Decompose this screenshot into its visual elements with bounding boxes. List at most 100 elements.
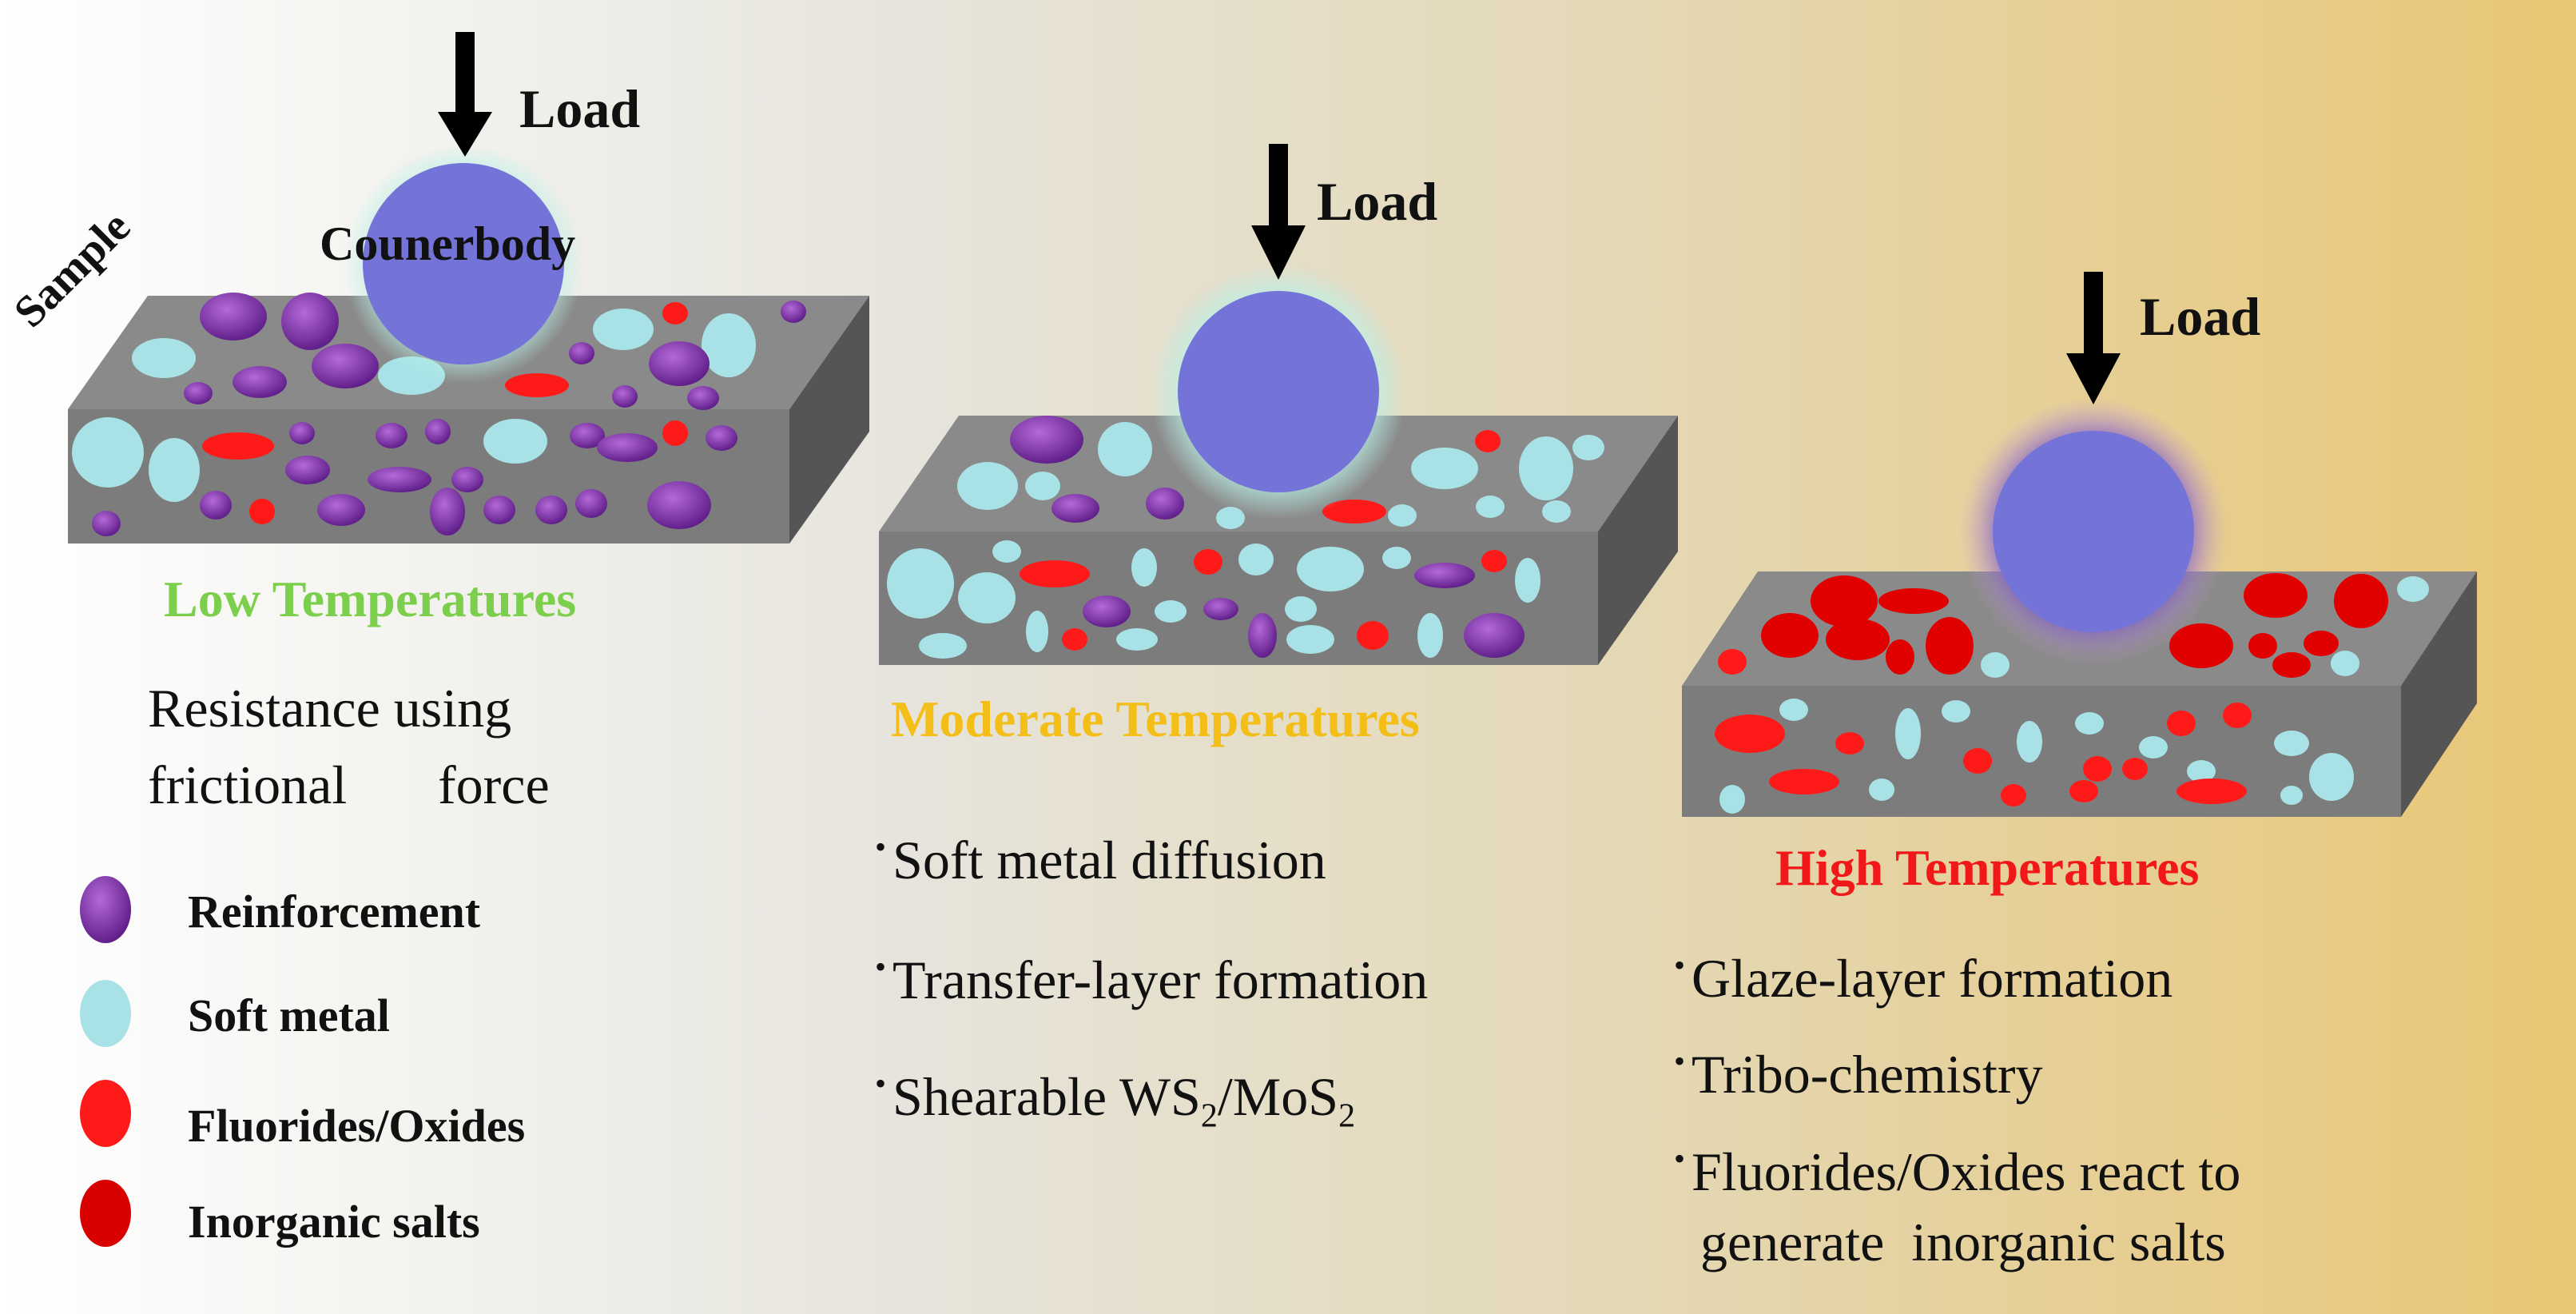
reinforcement-particle [1203, 598, 1238, 620]
soft-metal-particle [1942, 700, 1970, 723]
fluoride-particle [1194, 549, 1222, 575]
soft-metal-particle [1869, 778, 1894, 801]
load-arrow [2066, 272, 2121, 404]
soft-metal-particle [958, 572, 1016, 623]
soft-metal-particle [1895, 708, 1921, 759]
legend-marker-fluorides-oxides [80, 1080, 131, 1147]
salt-particle [1878, 588, 1949, 614]
reinforcement-particle [1464, 613, 1525, 658]
reinforcement-particle [92, 511, 121, 536]
bullet-moderate-3: •Shearable WS2/MoS2 [875, 1065, 1356, 1135]
fluoride-particle [2176, 778, 2247, 804]
soft-metal-particle [1719, 785, 1745, 814]
legend-marker-reinforcement [80, 876, 131, 943]
soft-metal-particle [1779, 699, 1808, 721]
soft-metal-particle [2075, 712, 2104, 735]
salt-particle [2334, 574, 2388, 628]
reinforcement-particle [597, 433, 658, 462]
salt-particle [2169, 623, 2233, 668]
soft-metal-particle [132, 338, 196, 378]
reinforcement-particle [1146, 488, 1184, 520]
soft-metal-particle [2331, 651, 2359, 676]
fluoride-particle [2122, 758, 2148, 780]
soft-metal-particle [1411, 448, 1478, 489]
soft-metal-particle [149, 438, 200, 502]
counterbody-ball [1178, 291, 1379, 492]
reinforcement-particle [1248, 613, 1277, 658]
fluoride-particle [1835, 732, 1864, 755]
soft-metal-particle [593, 309, 654, 350]
reinforcement-particle [1083, 595, 1131, 627]
fluoride-particle [1062, 628, 1087, 651]
reinforcement-particle [289, 422, 315, 444]
bullet-moderate-2: •Transfer-layer formation [875, 949, 1429, 1010]
soft-metal-particle [1116, 628, 1158, 651]
soft-metal-particle [1519, 436, 1573, 500]
soft-metal-particle [1572, 435, 1604, 460]
soft-metal-particle [992, 540, 1021, 563]
soft-metal-particle [2139, 736, 2168, 759]
soft-metal-particle [957, 462, 1018, 510]
fluoride-particle [2083, 756, 2112, 782]
reinforcement-particle [649, 341, 710, 386]
salt-particle [1761, 613, 1819, 658]
soft-metal-particle [1131, 548, 1157, 587]
soft-metal-particle [72, 417, 144, 488]
fluoride-particle [202, 432, 274, 460]
load-label-moderate: Load [1317, 171, 1438, 232]
reinforcement-particle [1010, 416, 1083, 464]
bullet-high-3-continued: generate inorganic salts [1700, 1212, 2226, 1272]
soft-metal-particle [1286, 625, 1334, 654]
reinforcement-particle [647, 481, 711, 529]
load-label-low: Load [519, 78, 641, 139]
description-line2-b: force [438, 755, 550, 815]
soft-metal-particle [702, 313, 756, 377]
fluoride-particle [662, 302, 688, 325]
soft-metal-particle [1515, 558, 1540, 603]
soft-metal-particle [1297, 547, 1364, 591]
reinforcement-particle [569, 342, 594, 364]
heading-moderate-temperatures: Moderate Temperatures [891, 691, 1420, 747]
soft-metal-particle [1417, 613, 1443, 658]
reinforcement-particle [376, 423, 407, 448]
soft-metal-particle [1382, 547, 1411, 569]
sample-block-moderate [879, 416, 1678, 665]
fluoride-particle [1481, 550, 1507, 572]
legend-label-fluorides-oxides: Fluorides/Oxides [188, 1100, 526, 1152]
fluoride-particle [1020, 560, 1090, 587]
fluoride-particle [1963, 748, 1992, 774]
fluoride-particle [249, 499, 275, 524]
load-arrow [438, 32, 492, 157]
fluoride-particle [2069, 780, 2098, 802]
reinforcement-particle [184, 382, 213, 404]
reinforcement-particle [706, 425, 737, 451]
reinforcement-particle [312, 344, 379, 388]
fluoride-particle [1357, 621, 1389, 650]
soft-metal-particle [483, 419, 547, 464]
soft-metal-particle [919, 633, 967, 659]
fluoride-particle [2167, 711, 2196, 736]
salt-particle [1926, 617, 1974, 675]
reinforcement-particle [317, 494, 365, 526]
soft-metal-particle [2187, 760, 2216, 782]
soft-metal-particle [1026, 611, 1048, 652]
soft-metal-particle [2017, 721, 2042, 763]
soft-metal-particle [887, 548, 954, 619]
description-line2-a: frictional [148, 755, 348, 815]
soft-metal-particle [1981, 652, 2010, 678]
reinforcement-particle [451, 467, 483, 492]
salt-particle [1811, 575, 1878, 627]
salt-particle [2304, 631, 2339, 656]
legend-label-reinforcement: Reinforcement [188, 886, 481, 938]
fluoride-particle [1322, 500, 1386, 524]
reinforcement-particle [687, 386, 719, 410]
salt-particle [2272, 652, 2311, 678]
soft-metal-particle [2274, 731, 2309, 756]
heading-high-temperatures: High Temperatures [1775, 839, 2200, 896]
reinforcement-particle [1051, 494, 1099, 523]
reinforcement-particle [425, 419, 451, 444]
fluoride-particle [662, 420, 688, 446]
soft-metal-particle [2309, 753, 2354, 801]
heading-low-temperatures: Low Temperatures [164, 571, 577, 627]
